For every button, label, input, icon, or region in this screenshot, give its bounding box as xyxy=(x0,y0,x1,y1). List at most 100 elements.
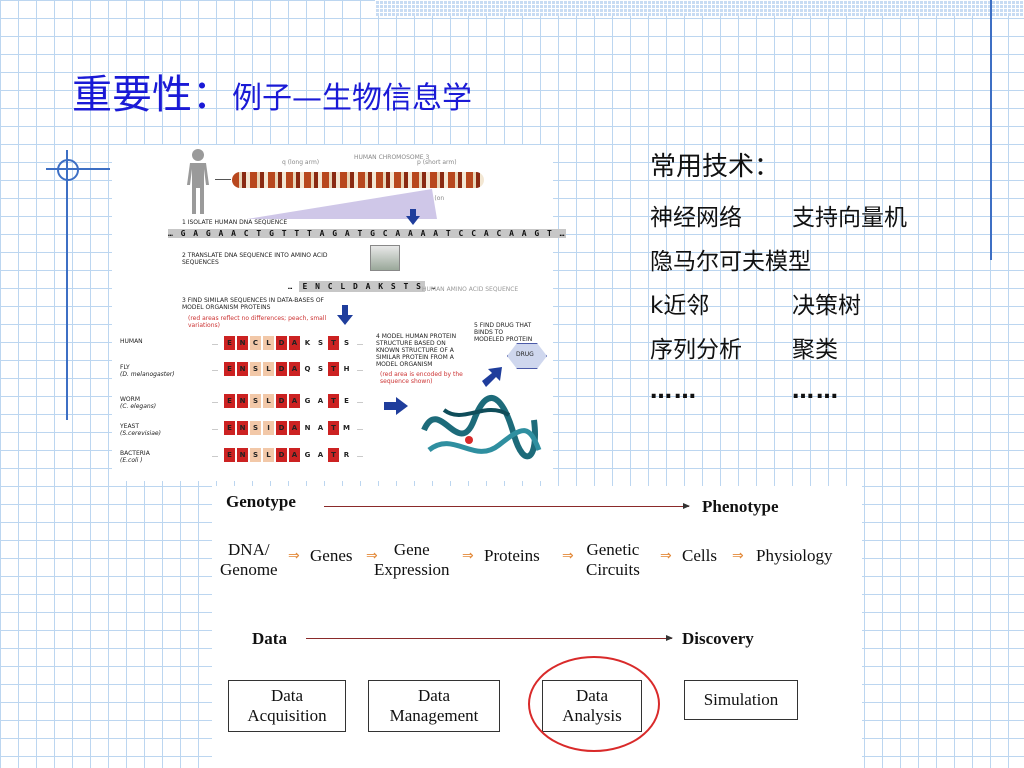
down-arrow-icon xyxy=(337,305,353,325)
technique-row: 序列分析聚类 xyxy=(650,325,980,369)
flow-text: Cells xyxy=(682,546,717,565)
amino-acid-cell: E xyxy=(224,336,235,350)
q-arm-label: q (long arm) xyxy=(282,159,320,166)
amino-acid-cell: E xyxy=(224,421,235,435)
amino-sequence: … E N C L D A K S T S … xyxy=(288,281,437,292)
protein-structure-icon xyxy=(421,395,542,460)
step5-label: 5 FIND DRUG THAT BINDS TO MODELED PROTEI… xyxy=(474,322,533,343)
step4-label: 4 MODEL HUMAN PROTEIN STRUCTURE BASED ON… xyxy=(376,333,457,368)
chromosome-bar xyxy=(232,172,484,188)
genotype-label: Genotype xyxy=(226,492,296,511)
amino-acid-cell: E xyxy=(224,362,235,376)
flow-text: Genes xyxy=(310,546,353,565)
amino-acid-cell: S xyxy=(250,362,261,376)
flow-arrow-icon: ⇒ xyxy=(660,548,672,564)
amino-acid-cell: S xyxy=(315,336,326,350)
amino-acid-cell: Q xyxy=(302,362,313,376)
amino-acid-cell: E xyxy=(224,394,235,408)
flow-arrow-icon: ⇒ xyxy=(288,548,300,564)
amino-acid-cell: T xyxy=(328,336,339,350)
right-accent-line xyxy=(990,0,992,260)
flow-genes: Genes xyxy=(310,546,352,566)
technique-row: 隐马尔可夫模型 xyxy=(650,237,980,281)
flow-arrow-icon: ⇒ xyxy=(462,548,474,564)
amino-acid-cell: C xyxy=(250,336,261,350)
technique-row: 神经网络支持向量机 xyxy=(650,193,980,237)
flow-text: DNA/ xyxy=(228,540,270,559)
technique-item: 决策树 xyxy=(792,293,861,319)
step2-label: 2 TRANSLATE DNA SEQUENCE INTO AMINO ACID… xyxy=(182,252,328,266)
flow-arrow-icon: ⇒ xyxy=(562,548,574,564)
amino-acid-cell: L xyxy=(263,336,274,350)
amino-acid-cell: A xyxy=(289,336,300,350)
step4-note: (red area is encoded by the sequence sho… xyxy=(380,371,463,385)
step3-label: 3 FIND SIMILAR SEQUENCES IN DATA-BASES O… xyxy=(182,297,324,311)
left-accent-circle xyxy=(57,159,79,181)
drug-hexagon xyxy=(507,343,547,369)
amino-acid-cell: E xyxy=(224,448,235,462)
flow-physiology: Physiology xyxy=(756,546,833,566)
sequence-ellipsis: … xyxy=(212,425,218,432)
organism-name: WORM xyxy=(120,396,141,403)
organism-latin-name: (S.cerevisiae) xyxy=(120,430,161,437)
amino-acid-cell: N xyxy=(237,336,248,350)
flow-text: Genetic xyxy=(586,540,640,559)
amino-acid-cell: N xyxy=(302,421,313,435)
amino-acid-cell: T xyxy=(328,448,339,462)
left-accent-line xyxy=(66,150,68,420)
amino-acid-cell: D xyxy=(276,394,287,408)
amino-acid-cell: S xyxy=(341,336,352,350)
ellipsis: …… xyxy=(792,378,840,404)
flow-cells: Cells xyxy=(682,546,717,566)
step3-note: (red areas reflect no differences; peach… xyxy=(188,315,327,329)
flow-text: Expression xyxy=(374,560,450,579)
flow-dna-genome: DNA/Genome xyxy=(220,540,278,580)
amino-label: HUMAN AMINO ACID SEQUENCE xyxy=(422,286,519,293)
amino-acid-cell: A xyxy=(315,421,326,435)
p-arm-label: p (short arm) xyxy=(417,159,457,166)
flow-proteins: Proteins xyxy=(484,546,540,566)
simulation-box: Simulation xyxy=(684,680,798,720)
amino-acid-cell: N xyxy=(237,394,248,408)
amino-acid-cell: S xyxy=(315,362,326,376)
organism-name: YEAST xyxy=(120,423,140,430)
amino-acid-cell: G xyxy=(302,448,313,462)
amino-acid-cell: N xyxy=(237,421,248,435)
organism-name: HUMAN xyxy=(120,338,143,345)
discovery-label: Discovery xyxy=(682,629,754,648)
organism-name: BACTERIA xyxy=(120,450,150,457)
box-text: Data xyxy=(270,686,304,705)
flow-arrow-icon: ⇒ xyxy=(732,548,744,564)
organism-name: FLY xyxy=(120,364,130,371)
slide-title-main: 重要性： xyxy=(72,72,232,118)
dna-sequence: … G A G A A C T G T T T A G A T G C A A … xyxy=(168,229,566,238)
human-silhouette-icon xyxy=(187,149,209,214)
chromosome-label: HUMAN CHROMOSOME 3 xyxy=(354,154,430,161)
amino-acid-cell: G xyxy=(302,394,313,408)
right-arrow-icon xyxy=(384,397,408,415)
amino-acid-cell: L xyxy=(263,448,274,462)
amino-acid-cell: S xyxy=(250,394,261,408)
amino-acid-cell: A xyxy=(315,394,326,408)
data-discovery-arrow xyxy=(306,635,673,641)
slide-title-sub: 例子—生物信息学 xyxy=(232,81,472,116)
amino-acid-cell: D xyxy=(276,362,287,376)
bioinformatics-pipeline-figure: q (long arm) HUMAN CHROMOSOME 3 p (short… xyxy=(112,145,566,481)
phenotype-label: Phenotype xyxy=(702,497,779,516)
data-label: Data xyxy=(252,629,287,648)
sequence-ellipsis: … xyxy=(212,452,218,459)
amino-acid-cell: L xyxy=(263,362,274,376)
technique-list: 常用技术： 神经网络支持向量机 隐马尔可夫模型 k近邻决策树 序列分析聚类 ……… xyxy=(650,146,980,413)
technique-item: 神经网络 xyxy=(650,205,742,231)
technique-row-ellipsis: …… …… xyxy=(650,369,980,413)
amino-sequence-text: E N C L D A K S T S xyxy=(299,281,426,292)
flow-text: Circuits xyxy=(586,560,640,579)
organism-latin-name: (D. melanogaster) xyxy=(120,371,175,378)
amino-acid-cell: K xyxy=(302,336,313,350)
ellipsis: …… xyxy=(650,378,698,404)
technique-item: 序列分析 xyxy=(650,337,742,363)
amino-acid-cell: A xyxy=(289,394,300,408)
amino-acid-cell: S xyxy=(250,421,261,435)
sequence-ellipsis: … xyxy=(212,398,218,405)
